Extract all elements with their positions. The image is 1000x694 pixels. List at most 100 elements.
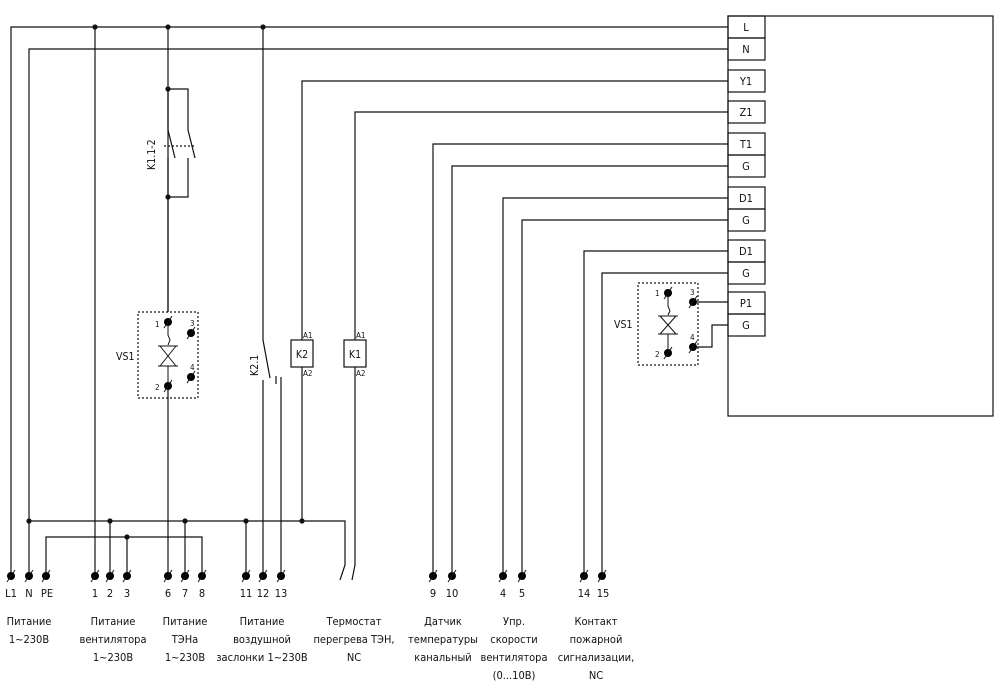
caption-supply-line1: Питание — [7, 615, 52, 628]
terminal-number: N — [25, 587, 32, 600]
caption-thermostat-line1: Термостат — [326, 615, 382, 628]
terminal-screw — [41, 569, 51, 583]
terminal-screw — [428, 569, 438, 583]
terminal-number: L1 — [5, 587, 17, 600]
terminal-screw — [579, 569, 589, 583]
terminal-screw — [447, 569, 457, 583]
caption-sensor-line1: Датчик — [424, 615, 462, 628]
wire-z1 — [354, 111, 728, 330]
controller-block: L N Y1 Z1 T1 G D1 G D1 G P1 G — [727, 15, 994, 417]
vs1-right-pin2: 2 — [655, 350, 660, 359]
wire-d1-speed-g — [521, 219, 728, 572]
k1-a2: A2 — [356, 369, 366, 378]
terminal-number: 8 — [199, 587, 205, 600]
terminal-label-g2: G — [742, 214, 750, 227]
terminal-number: 7 — [182, 587, 188, 600]
vs1-left-pin4: 4 — [190, 363, 195, 372]
vs1-left-pin3: 3 — [190, 319, 195, 328]
k1-a1: A1 — [356, 331, 366, 340]
terminal-number: 14 — [578, 587, 591, 600]
caption-damper-line1: Питание — [240, 615, 285, 628]
terminal-number: PE — [41, 587, 53, 600]
caption-damper-line2: воздушной — [233, 633, 291, 646]
vs1-right-pin3: 3 — [690, 288, 695, 297]
wire-d1-fire — [583, 250, 728, 572]
caption-thermostat-line2: перегрева ТЭН, — [313, 633, 394, 646]
terminal-screw — [24, 569, 34, 583]
terminal-label-d1-first: D1 — [739, 192, 753, 205]
junction-node — [107, 518, 113, 524]
terminal-label-z1: Z1 — [739, 106, 752, 119]
k2-a1: A1 — [303, 331, 313, 340]
controller-outline — [727, 15, 994, 417]
terminal-number: 9 — [430, 587, 436, 600]
k11-2-label: K1.1-2 — [146, 139, 158, 170]
terminal-number: 4 — [500, 587, 506, 600]
caption-sensor-line2: температуры — [408, 633, 478, 646]
wire-n — [28, 48, 728, 572]
junction-node — [243, 518, 249, 524]
k2-label: K2 — [296, 349, 308, 361]
vs1-right-label: VS1 — [614, 319, 632, 331]
neutral-bus — [29, 520, 346, 581]
junction-node — [260, 24, 266, 30]
caption-heater-line1: Питание — [163, 615, 208, 628]
terminal-screw — [122, 569, 132, 583]
vs1-left-pin1: 1 — [155, 320, 160, 329]
terminal-number: 15 — [597, 587, 610, 600]
terminal-row — [6, 569, 607, 583]
thyristor-vs1-right: 1 2 3 4 VS1 — [614, 282, 699, 366]
caption-fire-line4: NC — [589, 669, 603, 682]
pe-bus — [45, 536, 203, 572]
terminal-screw — [258, 569, 268, 583]
caption-speed-line3: вентилятора — [480, 651, 547, 664]
caption-supply-line2: 1~230В — [9, 633, 49, 646]
terminal-label-g3: G — [742, 267, 750, 280]
wire-p1-g — [697, 324, 728, 348]
terminal-number: 12 — [257, 587, 270, 600]
caption-fan-line3: 1~230В — [93, 651, 133, 664]
junction-node — [182, 518, 188, 524]
terminal-screw — [163, 569, 173, 583]
junction-node — [92, 24, 98, 30]
terminal-number: 6 — [165, 587, 171, 600]
caption-speed-line4: (0...10В) — [493, 669, 536, 682]
terminal-number: 3 — [124, 587, 130, 600]
vs1-left-pin2: 2 — [155, 383, 160, 392]
junction-node — [26, 518, 32, 524]
terminal-label-y1: Y1 — [739, 75, 752, 88]
caption-heater-line2: ТЭНа — [171, 633, 198, 646]
terminal-number: 11 — [240, 587, 253, 600]
terminal-label-g4: G — [742, 319, 750, 332]
terminal-screw — [517, 569, 527, 583]
caption-heater-line3: 1~230В — [165, 651, 205, 664]
contactor-k11-2: K1.1-2 — [146, 86, 196, 200]
wire-t1 — [432, 143, 728, 572]
wire-t1-g — [451, 165, 728, 572]
junction-node — [299, 518, 305, 524]
caption-thermostat-line3: NC — [347, 651, 361, 664]
caption-fire-line1: Контакт — [574, 615, 617, 628]
terminal-label-t1: T1 — [739, 138, 752, 151]
terminal-screw — [241, 569, 251, 583]
terminal-screw — [105, 569, 115, 583]
terminal-number: 1 — [92, 587, 98, 600]
terminal-label-l: L — [743, 21, 749, 34]
terminal-screw — [180, 569, 190, 583]
wire-d1-fire-g — [601, 272, 728, 572]
junction-node — [165, 24, 171, 30]
wire-k1-to-thermostat — [351, 367, 356, 581]
terminal-number: 5 — [519, 587, 525, 600]
caption-speed-line2: скорости — [490, 633, 537, 646]
terminal-screw — [498, 569, 508, 583]
terminal-label-n: N — [742, 43, 749, 56]
wire-d1-speed — [502, 197, 728, 572]
k1-label: K1 — [349, 349, 361, 361]
thyristor-vs1-left: 1 2 3 4 VS1 — [116, 311, 199, 399]
caption-fire-line2: пожарной — [570, 633, 623, 646]
k21-label: K2.1 — [249, 355, 261, 376]
caption-fan-line1: Питание — [91, 615, 136, 628]
terminal-screw — [90, 569, 100, 583]
terminal-screw — [276, 569, 286, 583]
